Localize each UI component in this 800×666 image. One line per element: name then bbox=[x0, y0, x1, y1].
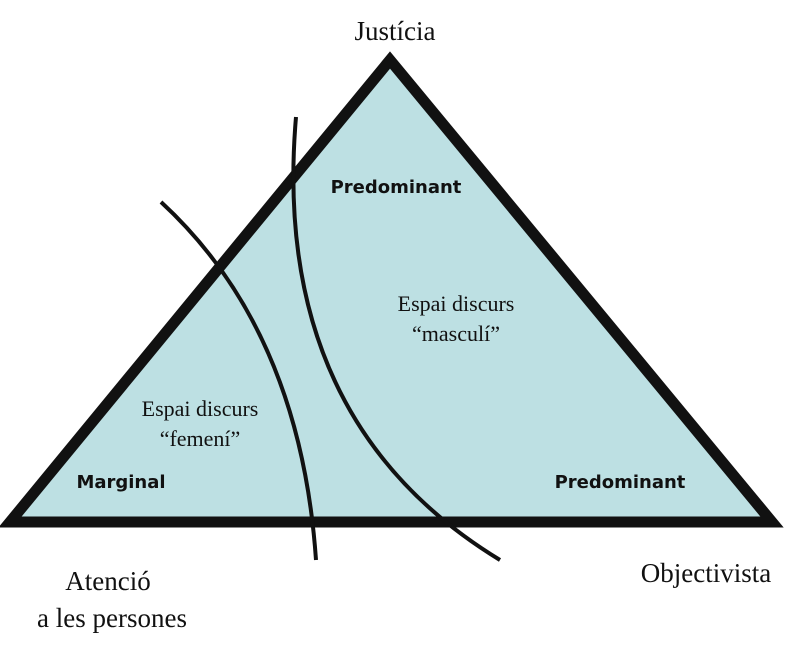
left-corner-label-line2: a les persones bbox=[37, 603, 187, 633]
left-region-label: Marginal bbox=[76, 472, 165, 493]
feminine-space-label-line1: Espai discurs bbox=[142, 396, 259, 421]
apex-label: Justícia bbox=[355, 16, 436, 46]
left-corner-label-line1: Atenció bbox=[65, 566, 150, 596]
masculine-space-label-line1: Espai discurs bbox=[398, 291, 515, 316]
top-region-label: Predominant bbox=[331, 177, 462, 198]
right-corner-label: Objectivista bbox=[641, 558, 771, 588]
discourse-triangle bbox=[0, 51, 784, 528]
feminine-space-label-line2: “femení” bbox=[160, 426, 241, 451]
feminine-boundary-curve bbox=[159, 200, 318, 561]
masculine-space-label-line2: “masculí” bbox=[412, 321, 500, 346]
right-region-label: Predominant bbox=[555, 472, 686, 493]
masculine-boundary-curve bbox=[291, 116, 502, 562]
